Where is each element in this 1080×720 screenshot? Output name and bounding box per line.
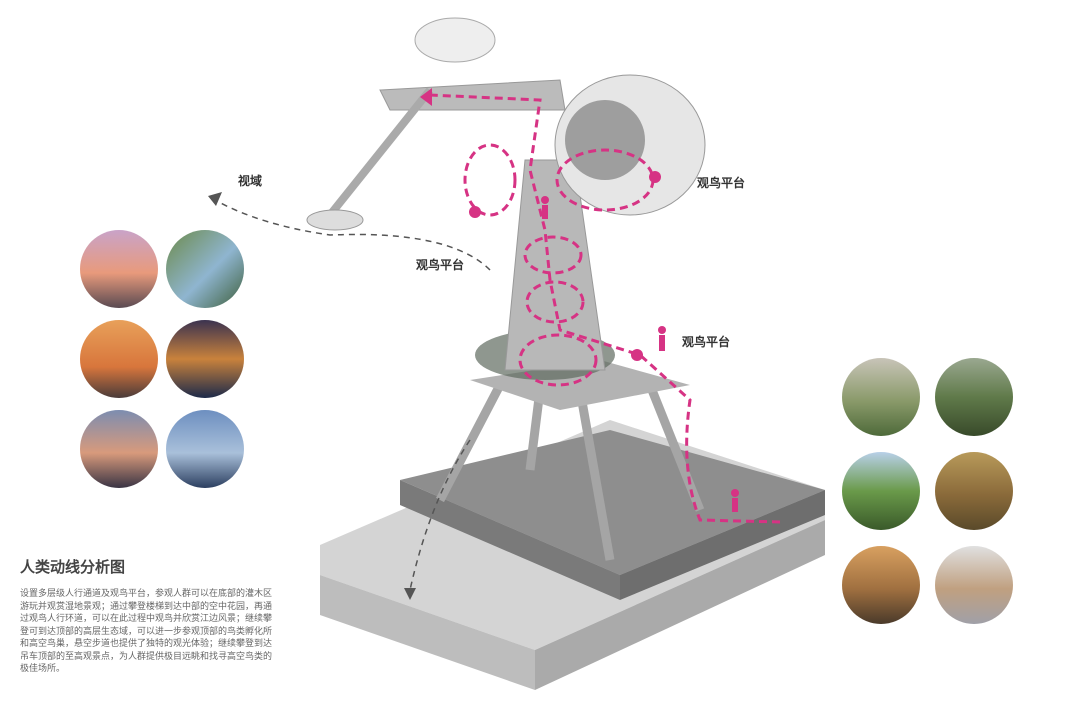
platform-label-mid: 观鸟平台 (416, 258, 465, 272)
person-icon (541, 196, 549, 219)
wetland-photo-6 (935, 546, 1013, 624)
base-slab-side (535, 520, 825, 690)
platform-label-low: 观鸟平台 (682, 335, 731, 349)
section-title: 人类动线分析图 (20, 558, 126, 576)
tower-legs (436, 382, 705, 561)
description-line: 游玩并观赏湿地景观；通过攀登楼梯到达中部的空中花园，再通 (20, 601, 273, 612)
description-line: 设置多层级人行通道及观鸟平台，参观人群可以在底部的灌木区 (20, 589, 273, 599)
city-photo-4 (166, 320, 244, 398)
wetland-photo-2 (935, 358, 1013, 436)
city-photo-5 (80, 410, 158, 488)
wetland-photo-1 (842, 358, 920, 436)
route-node (649, 171, 661, 183)
top-bird-nest (414, 17, 496, 63)
base-slab-front (320, 575, 535, 690)
wetland-photo-5 (842, 546, 920, 624)
city-photo-3 (80, 320, 158, 398)
city-photo-6 (166, 410, 244, 488)
view-arrow-icon (208, 192, 222, 206)
city-photo-2 (166, 230, 244, 308)
person-icon (731, 489, 739, 512)
route-node (631, 349, 643, 361)
platform-label-top: 观鸟平台 (697, 176, 746, 190)
description-line: 登可到达顶部的高层生态域，可以进一步参观顶部的鸟类孵化所 (20, 626, 273, 637)
description-line: 和高空鸟巢，悬空步道也提供了独特的观光体验；继续攀登到达 (20, 639, 273, 649)
city-photo-1 (80, 230, 158, 308)
crane-jib (379, 79, 566, 111)
view-field-label: 视域 (238, 174, 263, 188)
crane-bucket (306, 209, 364, 231)
wetland-photo-4 (935, 452, 1013, 530)
description-line: 过观鸟人行环道，可以在此过程中观鸟并欣赏江边风景；继续攀 (20, 614, 273, 624)
person-icon (658, 326, 666, 351)
route-arrow-icon (420, 88, 432, 106)
crane-arm (326, 87, 434, 218)
description: 设置多层级人行通道及观鸟平台，参观人群可以在底部的灌木区 游玩并观赏湿地景观；通… (20, 588, 300, 676)
route-node (469, 206, 481, 218)
wetland-platform (400, 430, 825, 575)
wetland-photo-3 (842, 452, 920, 530)
description-line: 极佳场所。 (20, 664, 66, 674)
description-line: 吊车顶部的至高观景点，为人群提供极目远眺和找寻高空鸟类的 (20, 651, 273, 662)
down-arrow-icon (404, 588, 416, 600)
view-line (214, 199, 491, 591)
